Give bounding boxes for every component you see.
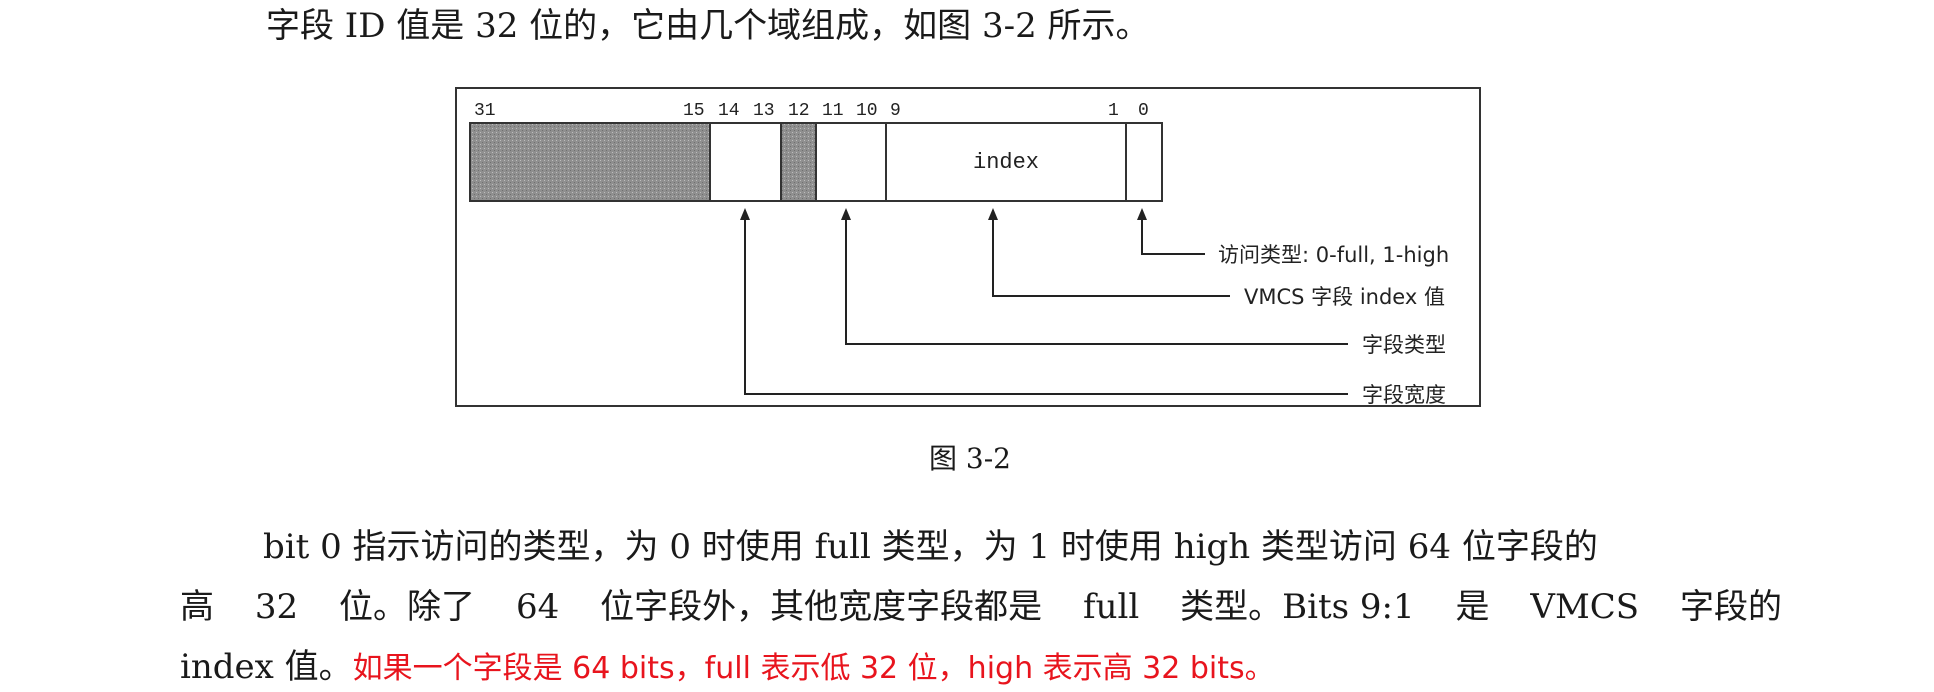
bit-label-12: 12 — [788, 101, 810, 121]
callout-index-value: VMCS 字段 index 值 — [1244, 285, 1445, 309]
arrow-up-icon — [740, 208, 750, 220]
paragraph-word: 32 — [254, 587, 299, 627]
arrow-up-icon — [841, 208, 851, 220]
intro-text: 字段 ID 值是 32 位的，它由几个域组成，如图 3-2 所示。 — [266, 6, 1150, 46]
annotation-note: 如果一个字段是 64 bits，full 表示低 32 位，high 表示高 3… — [352, 651, 1275, 686]
paragraph-word: 64 — [515, 587, 560, 627]
paragraph-word: full — [1082, 587, 1140, 627]
arrow-heads — [740, 208, 1147, 220]
access-type-line — [1141, 214, 1205, 255]
paragraph-word: 是 — [1455, 587, 1490, 627]
field-width-line — [744, 214, 1348, 395]
paragraph-word: 位。除了 — [339, 587, 476, 627]
callout-access-type: 访问类型: 0-full, 1-high — [1218, 243, 1449, 267]
callout-field-type: 字段类型 — [1362, 333, 1446, 357]
index-label: index — [973, 150, 1039, 175]
reserved-field-12 — [780, 122, 817, 202]
figure-frame — [455, 87, 1481, 407]
bit-label-1: 1 — [1108, 101, 1119, 121]
index-value-line — [992, 214, 1230, 297]
paragraph-line-3-start: index 值。 — [180, 647, 353, 687]
bit-label-31: 31 — [474, 101, 496, 121]
paragraph-line-1: bit 0 指示访问的类型，为 0 时使用 full 类型，为 1 时使用 hi… — [263, 527, 1598, 567]
bit-label-14: 14 — [718, 101, 740, 121]
index-field-cell — [885, 122, 1127, 202]
arrow-up-icon — [1137, 208, 1147, 220]
bit-label-15: 15 — [683, 101, 705, 121]
bit-label-9: 9 — [890, 101, 901, 121]
paragraph-word: VMCS — [1530, 587, 1640, 627]
figure-caption: 图 3-2 — [929, 442, 1011, 475]
paragraph-word: 类型。Bits 9:1 — [1180, 587, 1415, 627]
field-type-cell — [815, 122, 887, 202]
reserved-field-31-15 — [469, 122, 711, 202]
callout-lines — [744, 214, 1348, 395]
access-type-cell — [1125, 122, 1163, 202]
paragraph-line-2: 高 32 位。除了 64 位字段外，其他宽度字段都是 full 类型。Bits … — [180, 587, 1782, 627]
callout-field-width: 字段宽度 — [1362, 383, 1446, 407]
field-type-line — [845, 214, 1348, 345]
paragraph-word: 字段的 — [1679, 587, 1782, 627]
paragraph-word: 位字段外，其他宽度字段都是 — [600, 587, 1043, 627]
bit-label-13: 13 — [753, 101, 775, 121]
bit-label-10: 10 — [856, 101, 878, 121]
arrow-up-icon — [988, 208, 998, 220]
paragraph-word: 高 — [180, 587, 214, 627]
bit-label-11: 11 — [822, 101, 844, 121]
paragraph-line-3: index 值。如果一个字段是 64 bits，full 表示低 32 位，hi… — [180, 647, 1275, 689]
bit-label-0: 0 — [1138, 101, 1149, 121]
field-width-cell — [709, 122, 782, 202]
